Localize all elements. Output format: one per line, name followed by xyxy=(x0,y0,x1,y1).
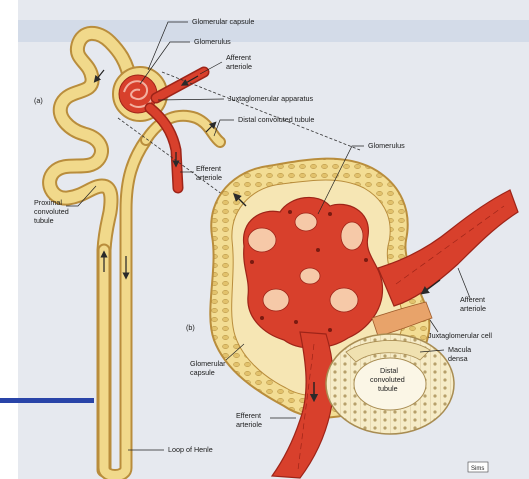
label-macula-2: densa xyxy=(448,354,468,363)
label-distal-b-1: Distal xyxy=(380,366,398,375)
panel-a-tag: (a) xyxy=(34,96,43,105)
label-proximal-3: tubule xyxy=(34,216,54,225)
label-glomerular-capsule-b-2: capsule xyxy=(190,368,215,377)
label-distal-b-3: tubule xyxy=(378,384,398,393)
slide-accent-bar xyxy=(0,398,94,403)
label-glomerular-capsule-a: Glomerular capsule xyxy=(192,17,254,26)
label-glomerular-capsule-b-1: Glomerular xyxy=(190,359,226,368)
label-efferent-b-1: Efferent xyxy=(236,411,261,420)
label-afferent-b-2: arteriole xyxy=(460,304,486,313)
label-efferent-b-2: arteriole xyxy=(236,420,262,429)
label-efferent-a-2: arteriole xyxy=(196,173,222,182)
label-afferent-b-1: Afferent xyxy=(460,295,485,304)
label-glomerulus-b: Glomerulus xyxy=(368,141,405,150)
label-juxtaglomerular-apparatus: Juxtaglomerular apparatus xyxy=(228,94,314,103)
label-proximal-2: convoluted xyxy=(34,207,69,216)
label-juxtaglomerular-cell: Juxtaglomerular cell xyxy=(428,331,492,340)
label-distal-convoluted-tubule-a: Distal convoluted tubule xyxy=(238,115,314,124)
label-distal-b-2: convoluted xyxy=(370,375,405,384)
credit-text: Sims xyxy=(471,466,484,472)
label-glomerulus-a: Glomerulus xyxy=(194,37,231,46)
panel-b-tag: (b) xyxy=(186,323,195,332)
label-proximal-1: Proximal xyxy=(34,198,62,207)
label-afferent-a-2: arteriole xyxy=(226,62,252,71)
label-afferent-a-1: Afferent xyxy=(226,53,251,62)
label-efferent-a-1: Efferent xyxy=(196,164,221,173)
label-loop-of-henle: Loop of Henle xyxy=(168,445,213,454)
label-macula-1: Macula xyxy=(448,345,471,354)
